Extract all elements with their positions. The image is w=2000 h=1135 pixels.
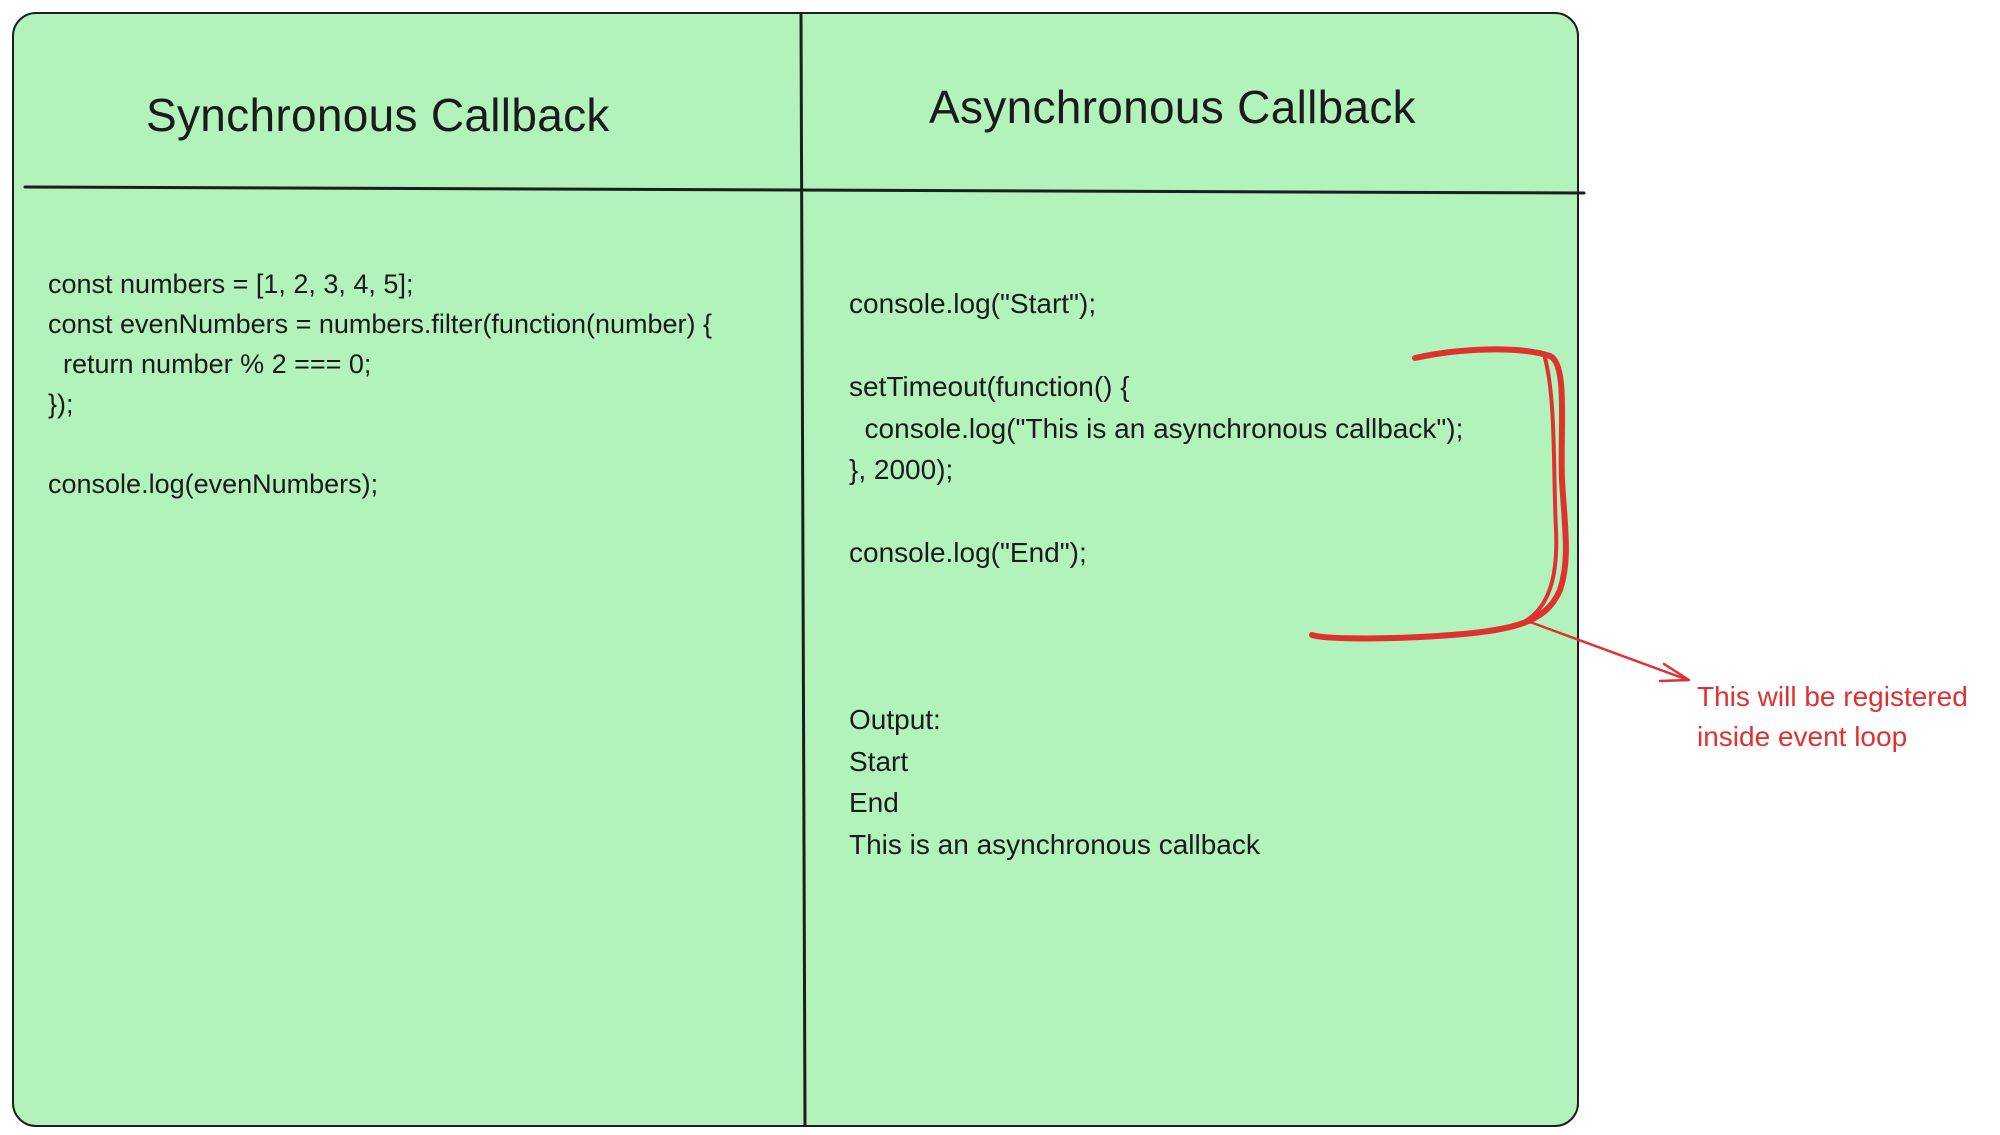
bracket-highlight (1309, 346, 1569, 642)
output-label: Output: (849, 704, 941, 735)
output-line: Start (849, 745, 909, 777)
async-code-block: console.log("Start"); setTimeout(functio… (849, 288, 1464, 568)
output-line: End (849, 787, 899, 818)
output-line: This is an asynchronous callback (849, 828, 1260, 860)
event-loop-annotation: This will be registered inside event loo… (1697, 677, 1968, 757)
vertical-divider (799, 13, 807, 1127)
comparison-board (12, 12, 1579, 1127)
arrow-line (1528, 620, 1690, 682)
annotation-line: This will be registered (1697, 681, 1968, 712)
bracket-highlight-inner (1518, 356, 1559, 626)
annotation-line: inside event loop (1697, 721, 1908, 752)
sync-code-block: const numbers = [1, 2, 3, 4, 5]; const e… (48, 269, 713, 499)
synchronous-heading: Synchronous Callback (146, 89, 610, 141)
asynchronous-heading: Asynchronous Callback (929, 81, 1416, 133)
header-divider (23, 185, 1586, 195)
output-block: Output: Start End This is an asynchronou… (849, 699, 1260, 865)
arrow-head (1658, 662, 1691, 683)
